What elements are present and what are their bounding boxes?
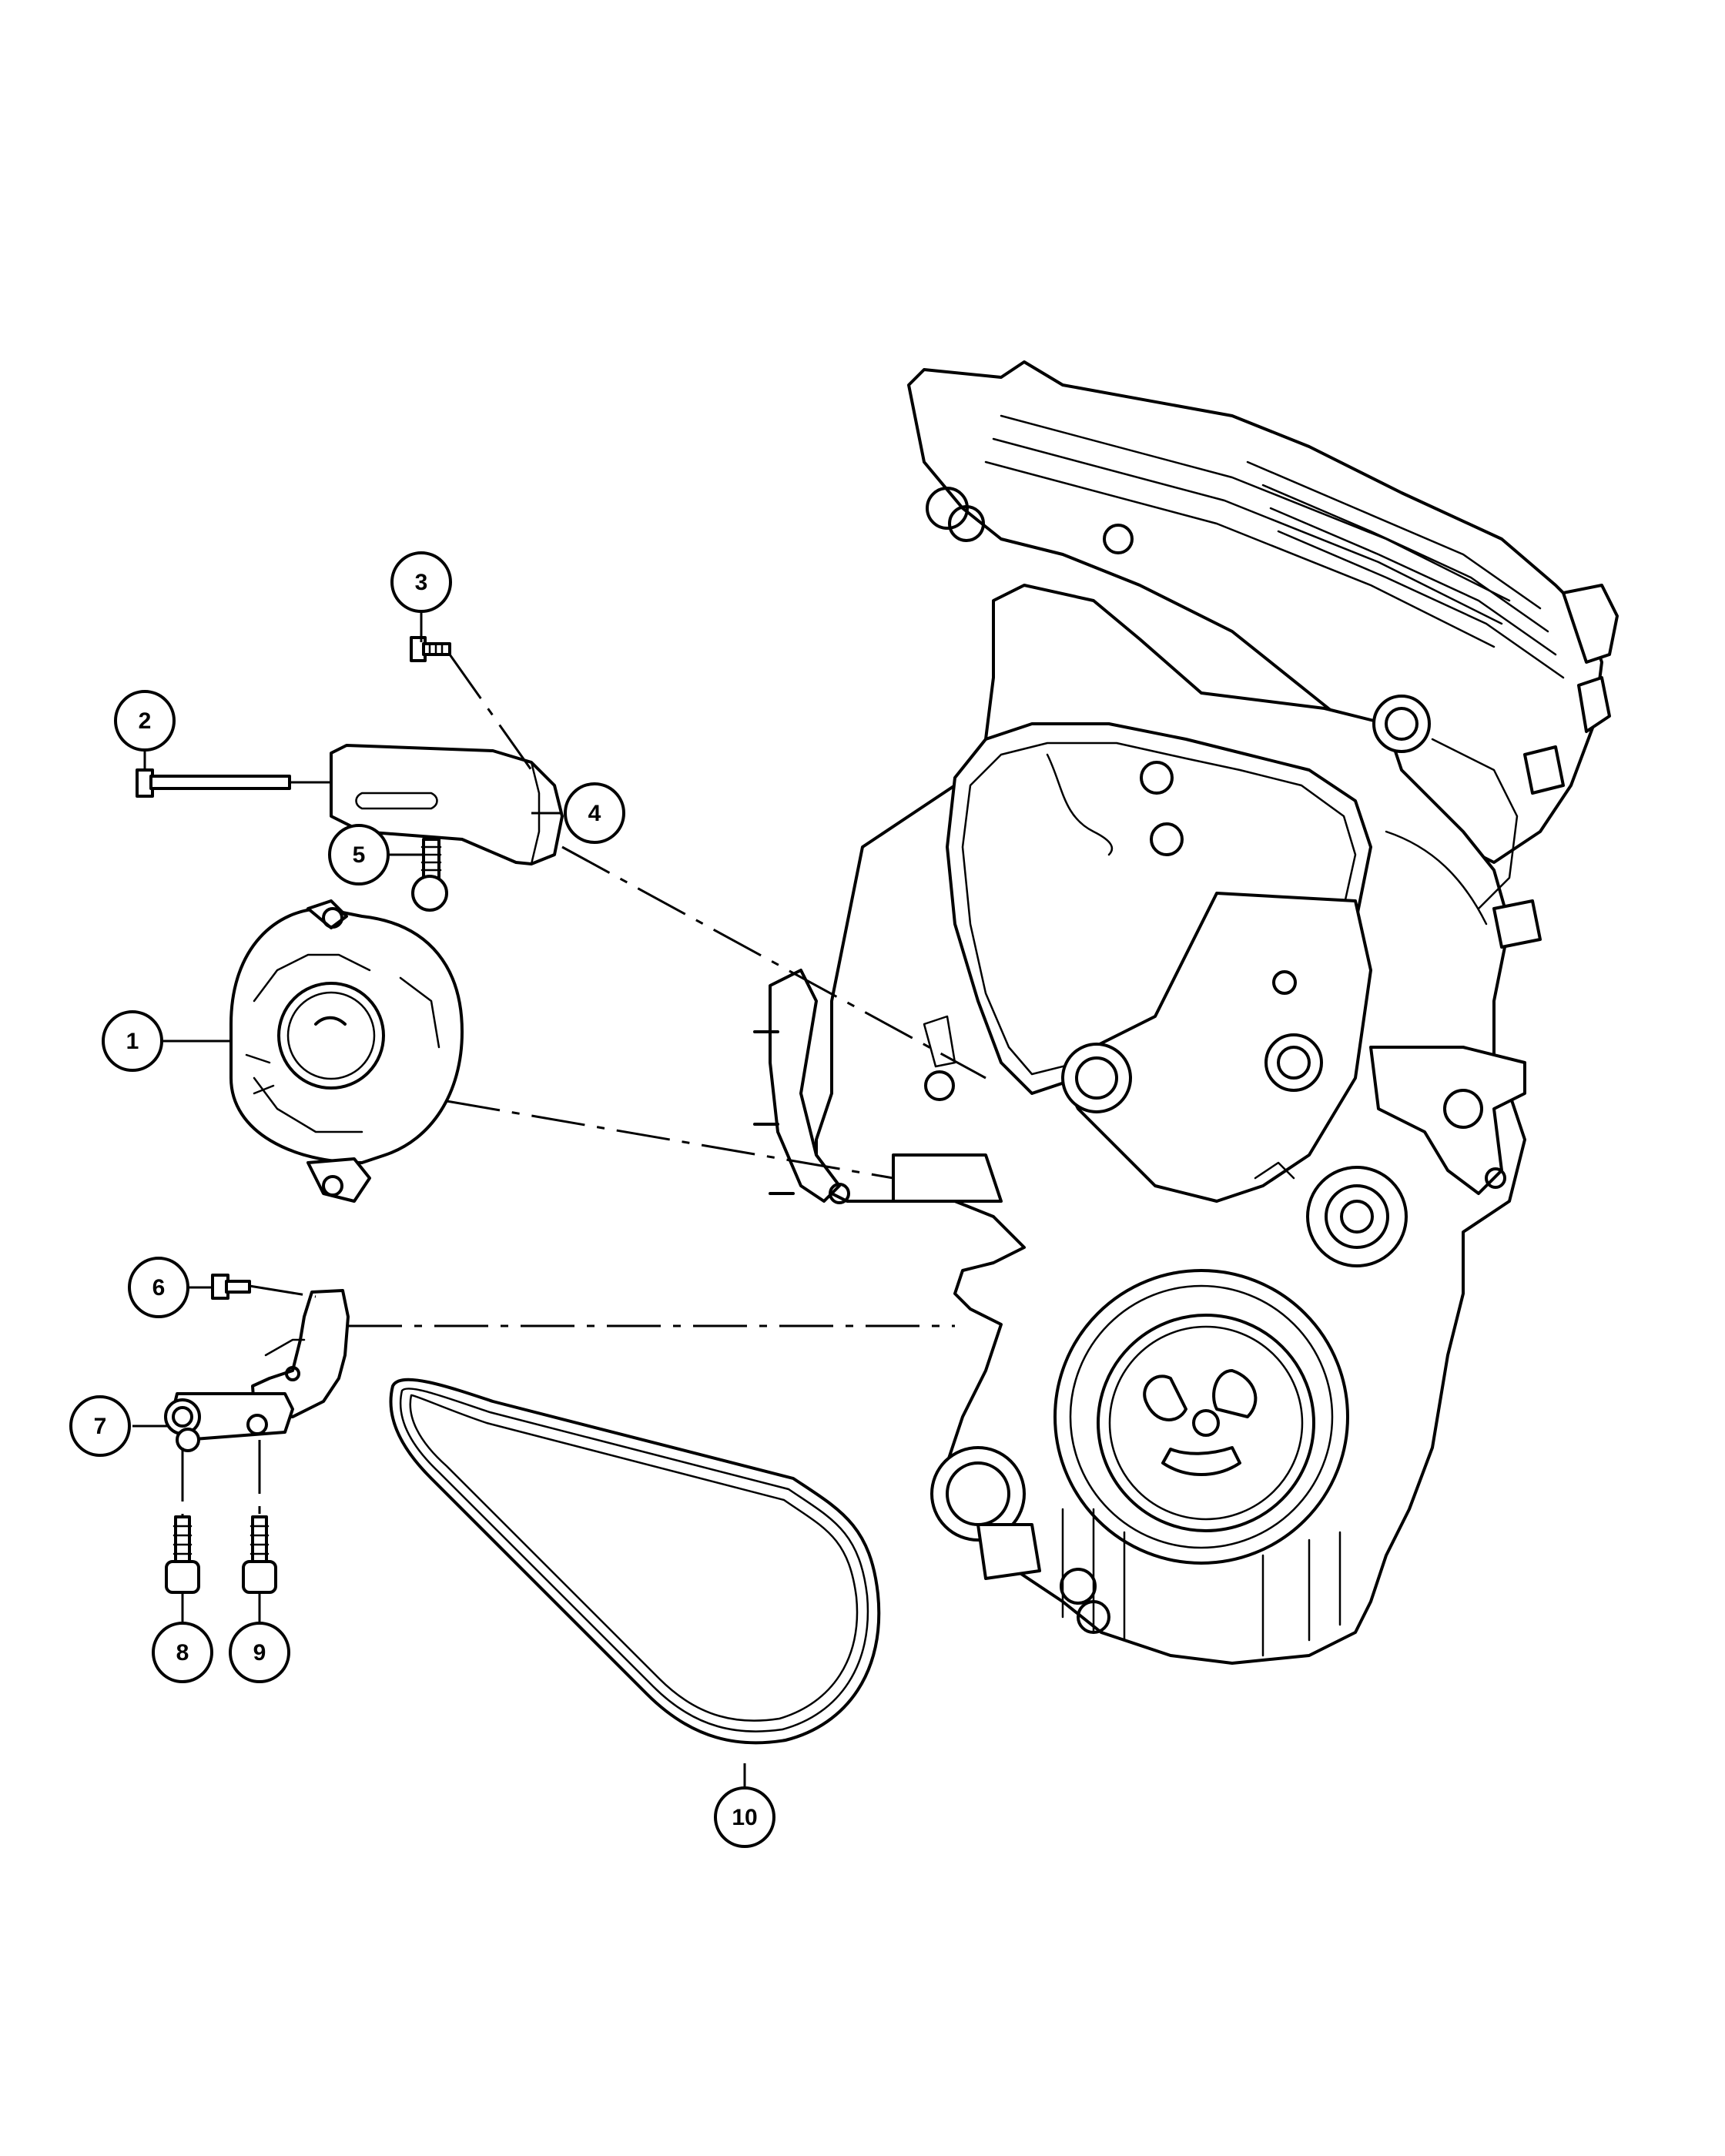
callout-5-label: 5 (353, 842, 366, 868)
callout-9[interactable]: 9 (229, 1622, 290, 1683)
callout-4[interactable]: 4 (564, 782, 625, 844)
callout-1-label: 1 (126, 1029, 139, 1054)
callout-5[interactable]: 5 (328, 824, 390, 886)
leader-lines (132, 605, 746, 1788)
callout-8[interactable]: 8 (152, 1622, 213, 1683)
callout-7[interactable]: 7 (69, 1395, 131, 1457)
callout-2[interactable]: 2 (114, 690, 176, 752)
part-2-bolt (136, 768, 291, 798)
callout-2-label: 2 (139, 708, 152, 734)
part-5-bolt (411, 838, 448, 912)
part-9-bolt (242, 1515, 277, 1594)
callout-6-label: 6 (152, 1275, 166, 1301)
callout-10[interactable]: 10 (714, 1786, 775, 1848)
callout-7-label: 7 (94, 1414, 107, 1439)
callout-4-label: 4 (588, 801, 601, 826)
part-6-bolt (211, 1274, 251, 1300)
installation-lines (181, 654, 986, 1517)
callout-1[interactable]: 1 (102, 1010, 163, 1072)
part-10-belt (389, 1378, 881, 1745)
part-8-bolt (165, 1515, 200, 1594)
callout-3[interactable]: 3 (390, 551, 452, 613)
part-3-bolt (410, 636, 451, 662)
part-7-tensioner (164, 1289, 350, 1452)
callout-6[interactable]: 6 (128, 1257, 189, 1318)
callout-3-label: 3 (415, 570, 428, 595)
callout-8-label: 8 (176, 1640, 189, 1666)
callout-10-label: 10 (732, 1805, 757, 1830)
engine-assembly (753, 360, 1619, 1665)
part-1-generator (229, 899, 464, 1203)
callout-9-label: 9 (253, 1640, 266, 1666)
